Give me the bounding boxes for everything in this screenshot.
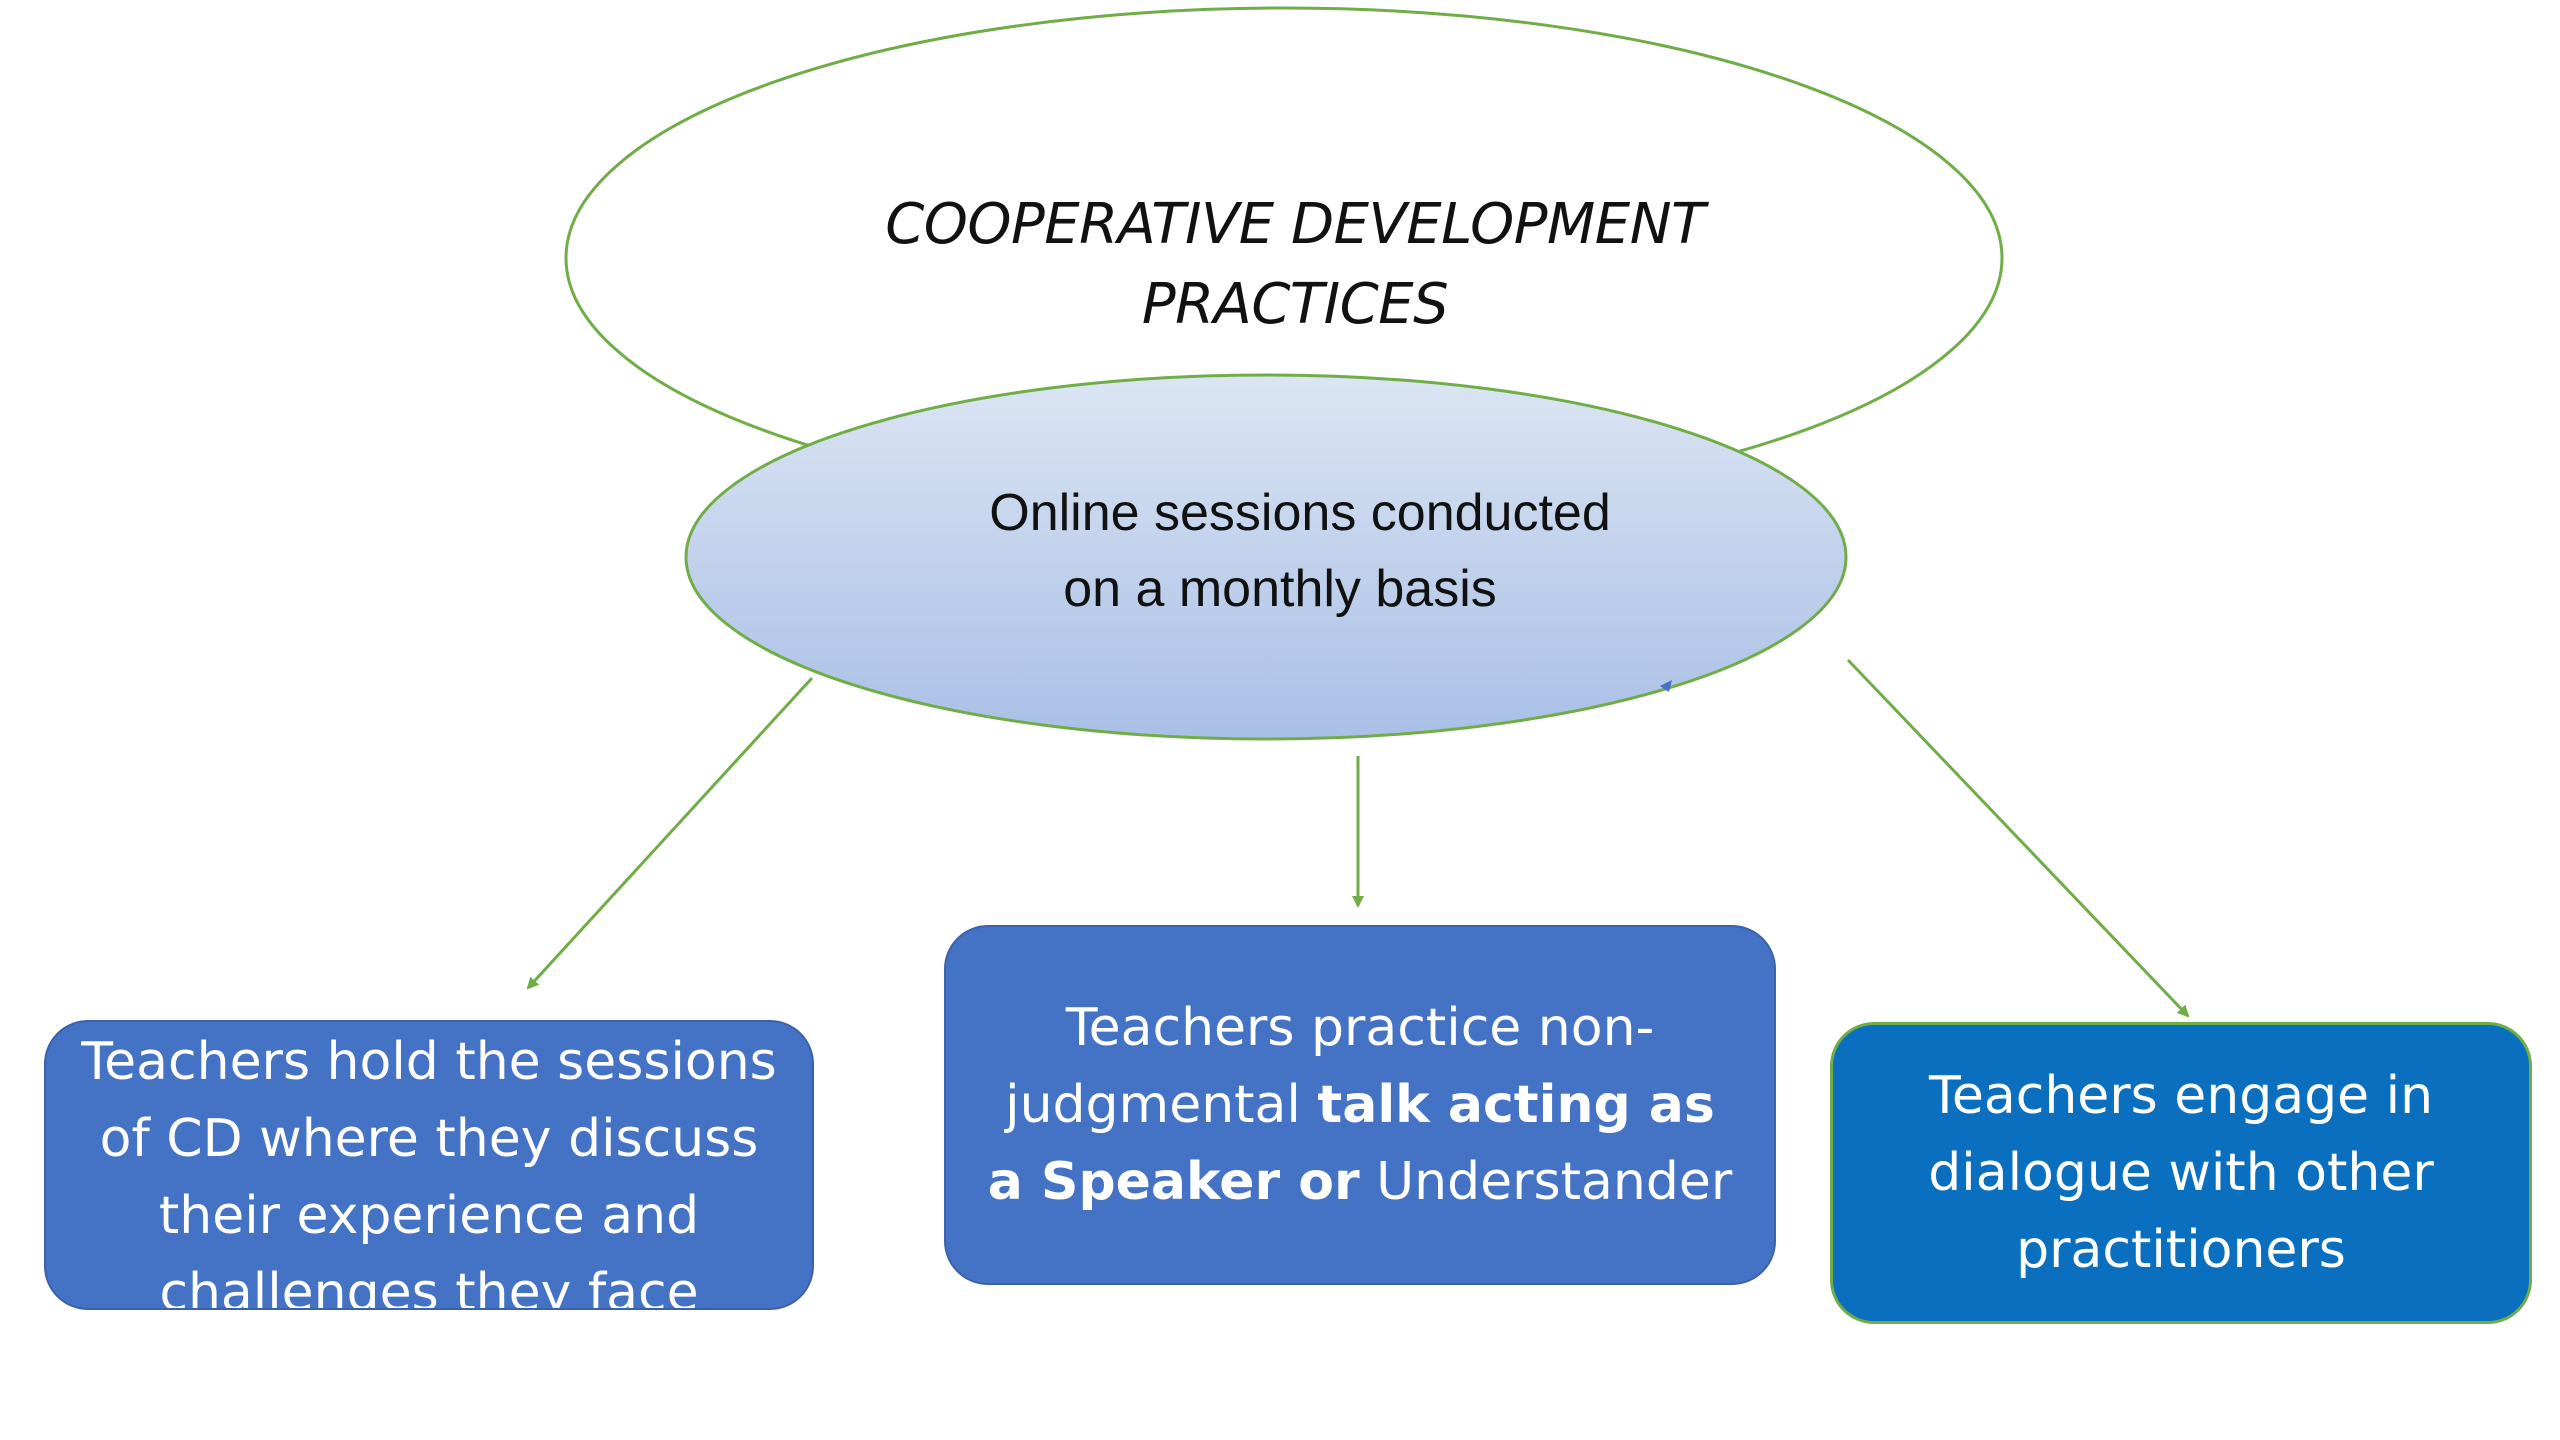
box-non-judgmental-talk: Teachers practice non-judgmental talk ac… — [944, 925, 1776, 1285]
diagram-title: COOPERATIVE DEVELOPMENT PRACTICES — [830, 185, 1760, 345]
title-line-2: PRACTICES — [1141, 272, 1449, 337]
box-middle-part2: Understander — [1359, 1151, 1733, 1212]
center-node-label: Online sessions conducted on a monthly b… — [950, 475, 1650, 627]
arrow-left — [526, 676, 814, 990]
box-hold-sessions-text: Teachers hold the sessions of CD where t… — [81, 1032, 777, 1310]
title-line-1: COOPERATIVE DEVELOPMENT — [885, 192, 1705, 257]
center-line-1: Online sessions conducted — [989, 484, 1611, 542]
box-engage-dialogue-text: Teachers engage in dialogue with other p… — [1928, 1065, 2434, 1280]
box-hold-sessions: Teachers hold the sessions of CD where t… — [44, 1020, 814, 1310]
box-engage-dialogue: Teachers engage in dialogue with other p… — [1830, 1022, 2532, 1324]
box-middle-part1: Teachers practice non-judgmental — [1005, 997, 1655, 1135]
small-triangle-marker — [1660, 680, 1672, 692]
box-middle-bold: talk acting as a Speaker or — [987, 1074, 1715, 1212]
box-non-judgmental-text: Teachers practice non-judgmental talk ac… — [986, 990, 1734, 1221]
arrow-right — [1846, 658, 2190, 1018]
center-ellipse — [684, 373, 1848, 741]
center-line-2: on a monthly basis — [1063, 560, 1497, 618]
